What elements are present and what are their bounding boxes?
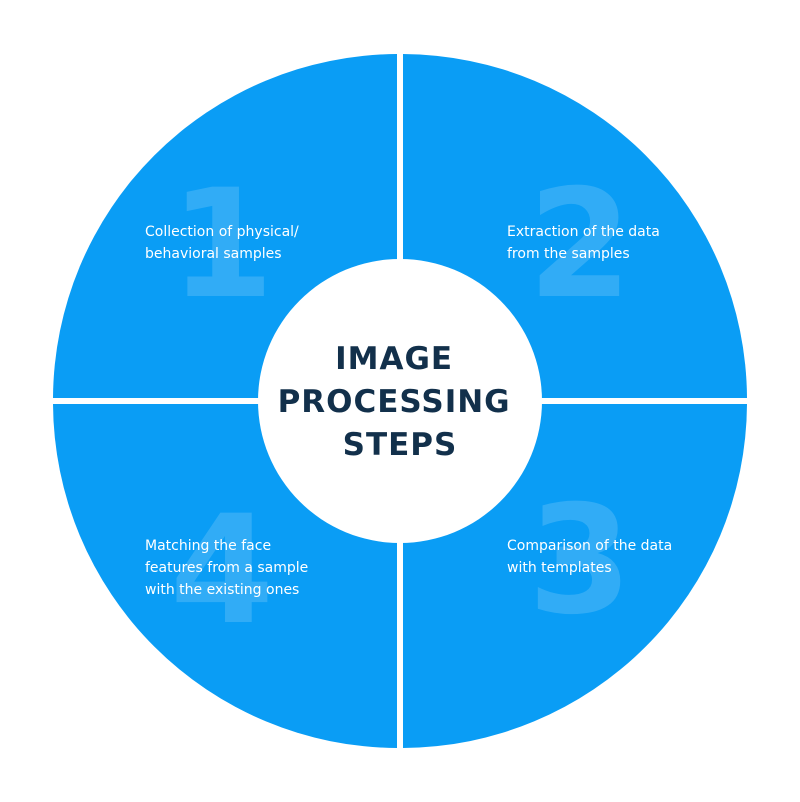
- step-1-description: Collection of physical/ behavioral sampl…: [145, 224, 303, 262]
- center-title-line-1: IMAGE: [335, 341, 453, 377]
- step-3-description: Comparison of the data with templates: [507, 538, 677, 576]
- step-4-line-3: with the existing ones: [145, 582, 299, 598]
- step-1-number: 1: [170, 158, 274, 332]
- step-2-line-1: Extraction of the data: [507, 224, 660, 240]
- step-4-line-1: Matching the face: [145, 538, 271, 554]
- step-4-description: Matching the face features from a sample…: [145, 538, 313, 598]
- step-1-line-1: Collection of physical/: [145, 224, 299, 240]
- step-3-line-2: with templates: [507, 560, 612, 576]
- step-3-number: 3: [528, 474, 632, 648]
- center-circle: [258, 259, 542, 543]
- center-title-line-3: STEPS: [343, 427, 458, 463]
- center-title: IMAGE PROCESSING STEPS: [278, 341, 523, 463]
- step-1-line-2: behavioral samples: [145, 246, 282, 262]
- step-4-number: 4: [170, 484, 274, 658]
- step-2-number: 2: [528, 158, 632, 332]
- center-title-line-2: PROCESSING: [278, 384, 511, 420]
- step-4-line-2: features from a sample: [145, 560, 308, 576]
- step-2-line-2: from the samples: [507, 246, 630, 262]
- step-2-description: Extraction of the data from the samples: [507, 224, 664, 262]
- step-3-line-1: Comparison of the data: [507, 538, 672, 554]
